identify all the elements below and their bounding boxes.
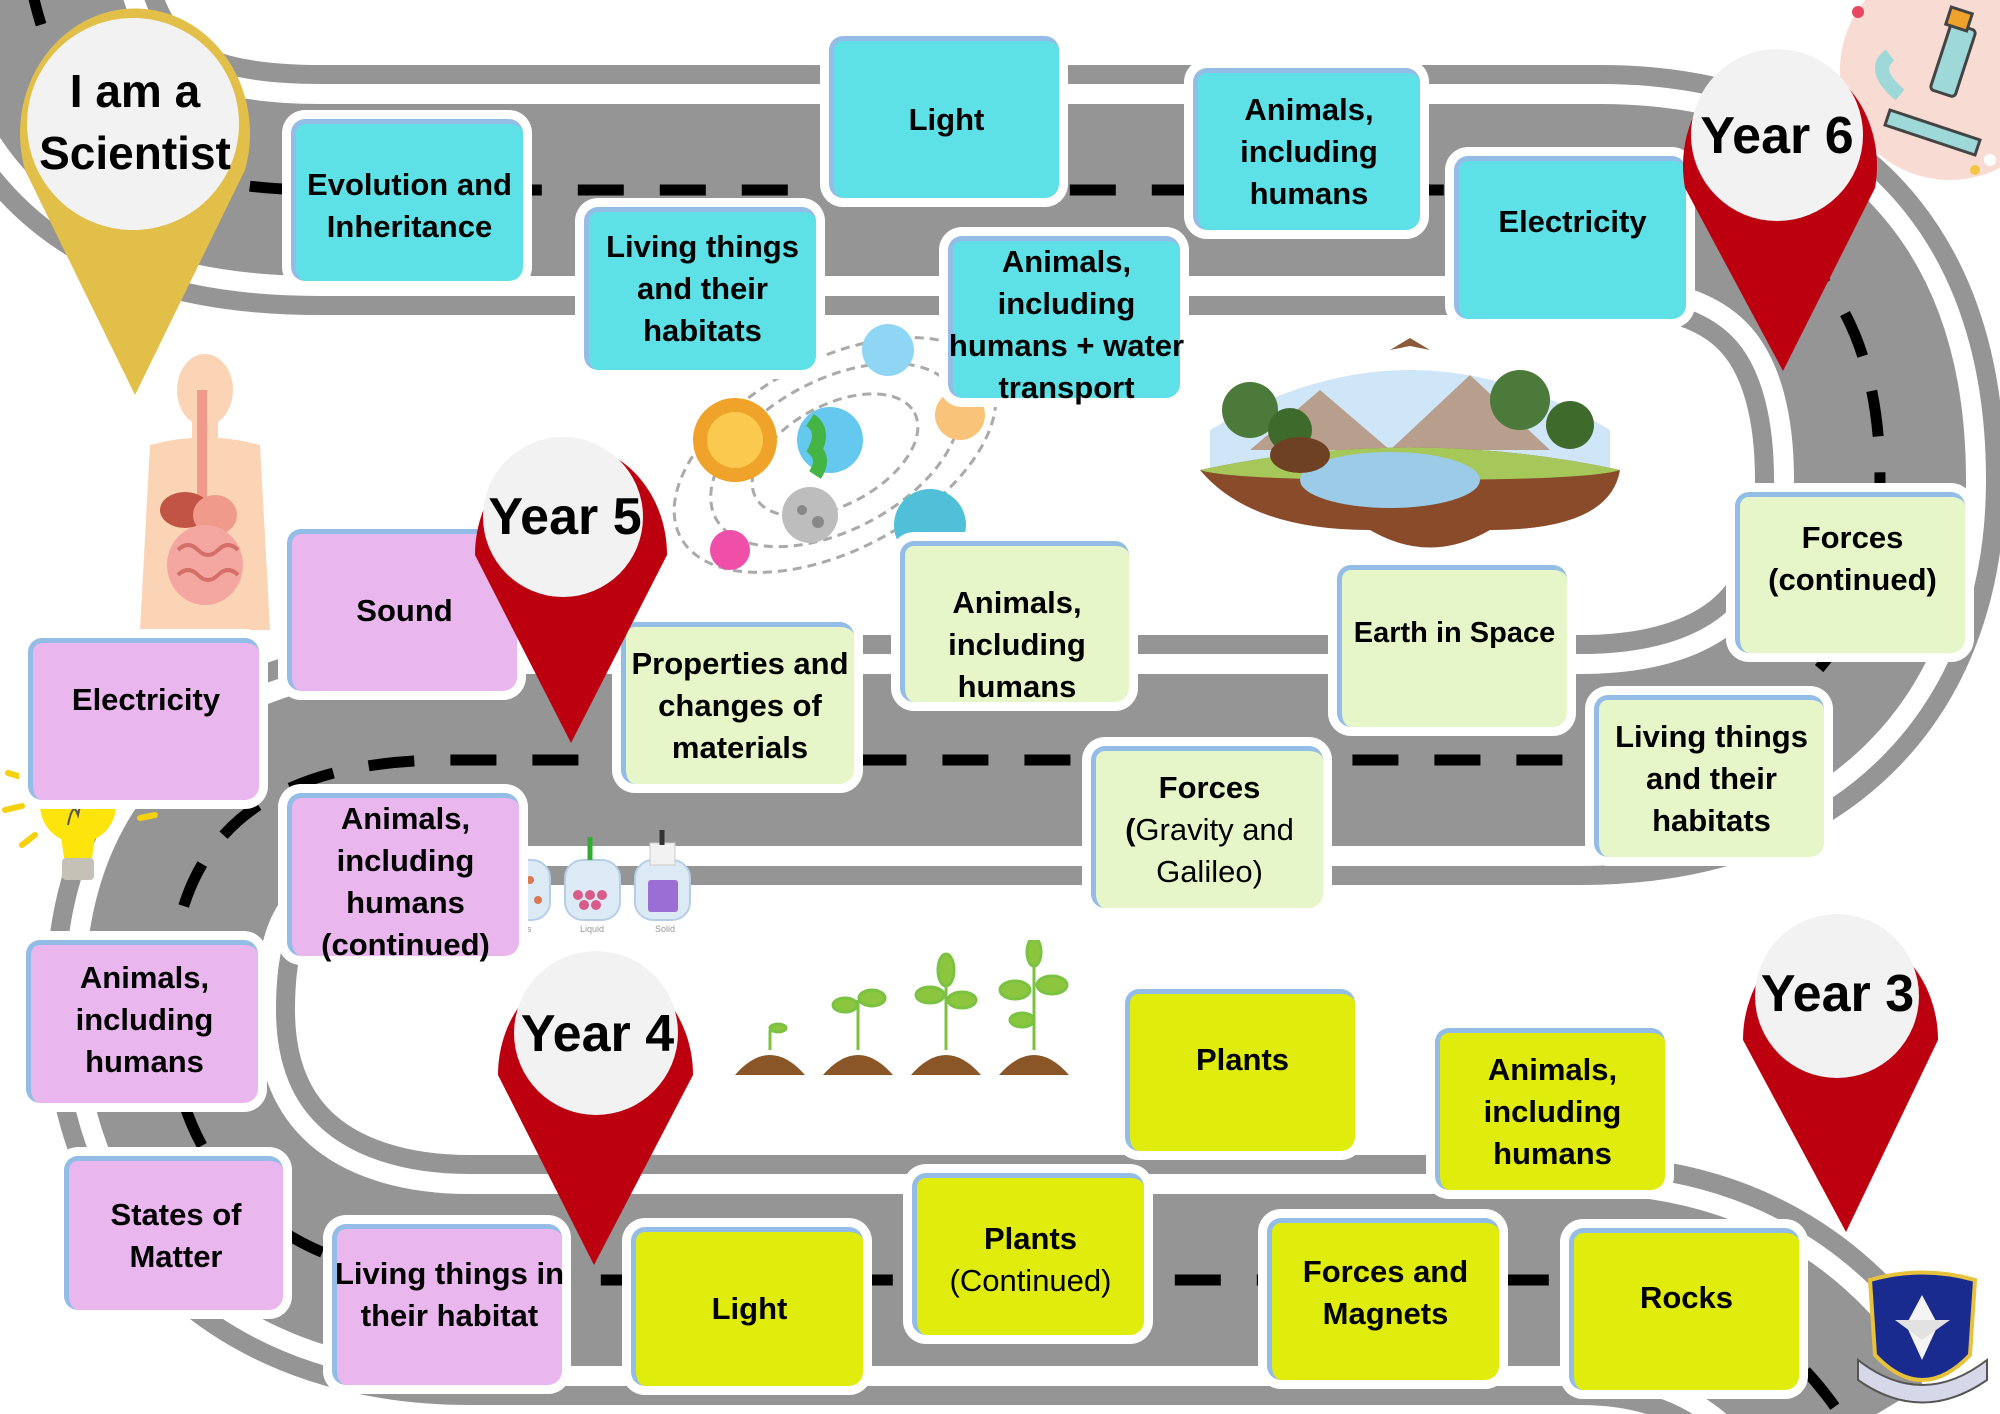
topic-label: Properties and [631,645,849,681]
year5-topic-living-things-and-their-habitats[interactable]: Living things and their habitats [1594,695,1824,857]
topic-label: Electricity [1498,204,1647,239]
year6-topic-living-things-and-their-habitats[interactable]: Living things and their habitats [584,207,816,370]
topic-label: including [75,1002,214,1037]
year5-topic-earth-in-space[interactable]: Earth in Space [1337,565,1567,727]
year6-topic-light[interactable]: Light [829,36,1059,198]
year5-topic-forces-continued[interactable]: Forces (continued) [1735,492,1965,653]
microscope-icon [1840,0,2000,180]
year4-pin-label: Year 4 [520,1005,675,1063]
year6-topic-evolution-and-inheritance[interactable]: Evolution and Inheritance [291,119,523,281]
topic-label: Animals, [340,801,471,836]
year6-topic-animals-including-humans[interactable]: Animals, including humans [1193,68,1420,230]
topic-label: including [1240,133,1378,169]
topic-label: Living things [606,229,799,264]
topic-label: Forces and [1302,1254,1469,1289]
topic-label: Inheritance [326,209,493,244]
topic-label: humans [85,1044,204,1079]
topic-label: and their [1646,760,1777,796]
scientist-pin-marker [20,8,251,395]
solid-label: Solid [655,924,676,934]
topic-label: (continued) [321,927,490,962]
school-crest-logo [1857,1270,1988,1404]
year3-topic-forces-and-magnets[interactable]: Forces and Magnets [1267,1218,1499,1380]
year4-topic-animals-including-humans-continued[interactable]: Animals, including humans (continued) [287,793,519,962]
year6-pin-label: Year 6 [1700,107,1854,165]
human-digestive-system-illustration [140,354,270,630]
year5-pin-marker [475,437,667,743]
topic-label: Galileo) [1156,853,1263,889]
year6-topic-electricity[interactable]: Electricity [1454,156,1686,319]
topic-label: (continued) [1768,562,1937,597]
year5-topic-properties-and-changes-of-materials[interactable]: Properties and changes of materials [621,622,854,784]
topic-label: and their [637,271,768,306]
topic-label: humans [1249,175,1369,211]
topic-label: Animals, [1487,1051,1618,1087]
topic-label: their habitat [360,1298,539,1333]
topic-label: including [336,843,475,878]
topic-label: including [997,286,1136,321]
year4-topic-sound[interactable]: Sound [287,529,517,691]
topic-label: including [948,627,1086,662]
year4-topic-electricity[interactable]: Electricity [28,638,259,800]
topic-label: transport [998,370,1135,405]
year4-pin-marker [498,951,693,1265]
plant-growth-illustration [735,940,1069,1075]
gas-label: Gas [515,924,532,934]
topic-label: Light [711,1291,788,1326]
topic-label: Magnets [1322,1296,1449,1331]
topic-label: Forces [1158,769,1261,805]
topic-label: Earth in Space [1353,617,1556,649]
year3-topic-light[interactable]: Light [631,1227,863,1386]
topic-label: Animals, [952,585,1082,620]
year5-topic-animals-including-humans[interactable]: Animals, including humans [900,541,1129,704]
topic-label: Living things [1615,718,1808,754]
year3-pin-marker [1743,914,1938,1232]
scientist-label-line1: I am a [69,65,201,117]
topic-label: including [1483,1093,1622,1129]
topic-label: Plants [983,1221,1078,1256]
topic-label: humans [346,885,465,920]
topic-label: ( [1125,811,1136,847]
topic-label: Rocks [1639,1280,1734,1315]
topic-label: changes of [658,687,822,723]
year4-topic-animals-including-humans[interactable]: Animals, including humans [26,940,258,1103]
scientist-label-line2: Scientist [39,127,231,179]
topic-label: Plants [1195,1042,1290,1077]
topic-label: humans [957,669,1077,704]
topic-label: States of [110,1196,242,1232]
year3-topic-plants-continued[interactable]: Plants (Continued) [912,1173,1144,1335]
topic-label: materials [671,729,809,765]
topic-label: Forces [1801,520,1904,555]
year5-pin-label: Year 5 [488,488,642,546]
year6-pin-marker [1683,49,1877,372]
topic-label: Electricity [71,682,221,717]
topic-label: Matter [129,1238,223,1274]
topic-label: Light [908,101,985,137]
habitat-island-illustration [1200,338,1620,548]
topic-label: Living things in [334,1256,565,1291]
topic-label: habitats [1652,802,1771,838]
year6-topic-animals-humans-water-transport[interactable]: Animals, including humans + water transp… [948,236,1184,405]
solar-system-illustration [672,324,998,574]
topic-label: habitats [643,313,762,348]
year3-pin-label: Year 3 [1760,965,1915,1023]
year4-topic-states-of-matter[interactable]: States of Matter [64,1156,283,1310]
topic-label: humans [1493,1135,1612,1171]
year3-topic-plants[interactable]: Plants [1125,989,1355,1151]
topic-label: Animals, [1244,91,1374,127]
year3-topic-animals-including-humans[interactable]: Animals, including humans [1435,1028,1665,1190]
topic-label: (Continued) [949,1263,1112,1298]
year4-topic-living-things-in-their-habitat[interactable]: Living things in their habitat [332,1224,565,1385]
liquid-label: Liquid [580,924,605,934]
topic-label: Gravity and [1135,811,1294,847]
topic-label: humans + water [948,328,1185,363]
topic-label: Animals, [1001,244,1132,279]
states-of-matter-illustration [494,830,691,921]
topic-label: Evolution and [307,167,512,202]
year5-topic-forces-gravity-and-galileo[interactable]: Forces (Gravity and Galileo) [1091,746,1323,908]
scientist-pin-label: I am a Scientist [25,60,245,184]
topic-label: Sound [356,593,453,628]
topic-label: Animals, [79,960,210,995]
year3-topic-rocks[interactable]: Rocks [1569,1228,1799,1390]
